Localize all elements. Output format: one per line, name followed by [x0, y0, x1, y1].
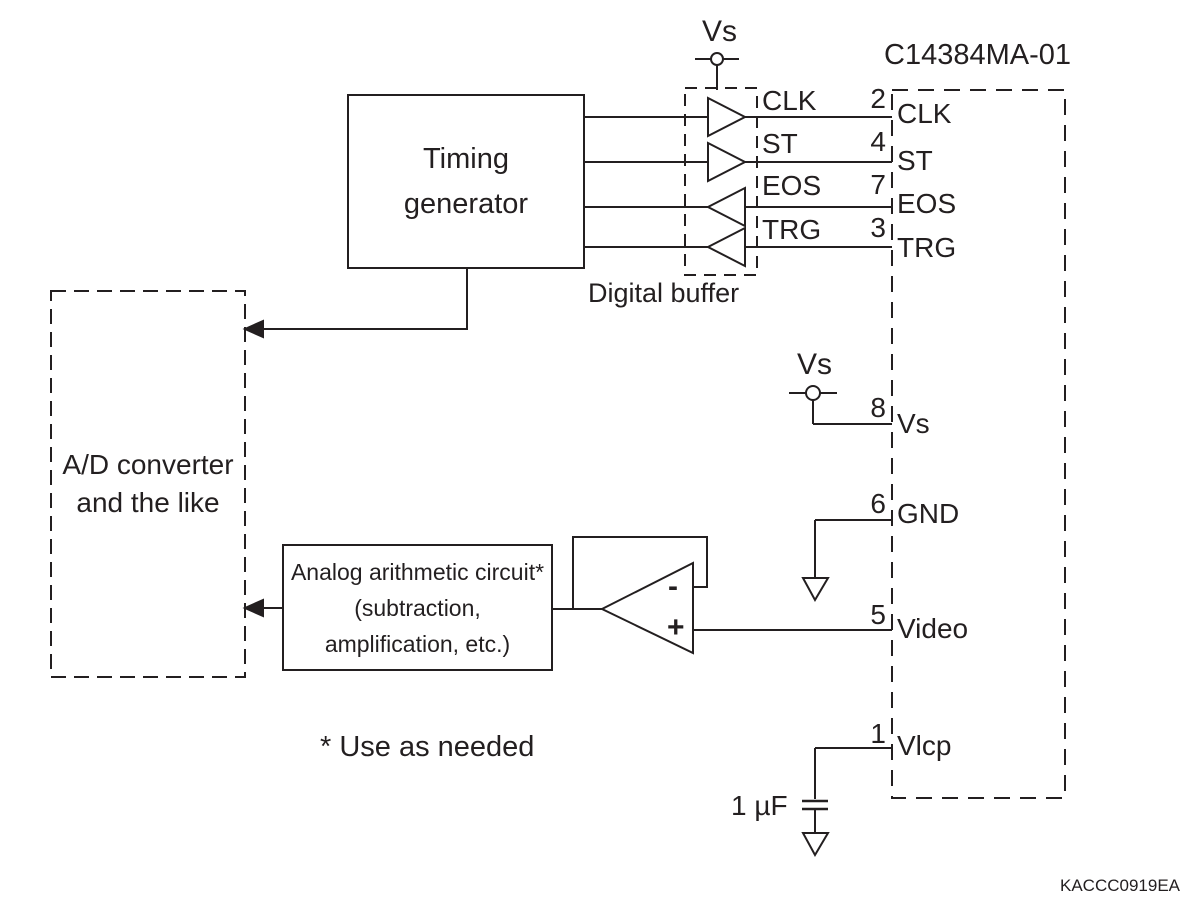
sensor-supply-terminal-icon — [805, 385, 821, 401]
doc-code: KACCC0919EA — [1060, 876, 1181, 895]
timing-generator-line2: generator — [403, 187, 529, 220]
pin-name-clk: CLK — [897, 98, 952, 129]
pin-name-trg: TRG — [897, 232, 957, 263]
pin-number-st: 4 — [870, 126, 886, 157]
ad-converter-box — [50, 290, 246, 678]
timing-generator-label: Timing generator — [348, 95, 584, 268]
footnote: * Use as needed — [320, 731, 535, 763]
pin-number-trg: 3 — [870, 212, 886, 243]
buffer-eos-triangle-icon — [705, 186, 746, 228]
pin-number-clk: 2 — [870, 83, 886, 114]
wire-vlcp-pin — [814, 747, 892, 799]
sensor-box — [891, 89, 1066, 799]
device-title: C14384MA-01 — [884, 39, 1071, 71]
signal-label-eos: EOS — [762, 170, 822, 201]
wire-opamp-feedback — [572, 536, 708, 609]
arrowhead-analog-to-adc-icon — [242, 598, 264, 618]
pin-name-video: Video — [897, 613, 969, 644]
ad-converter-line2: and the like — [76, 487, 220, 518]
analog-circuit-line1: Analog arithmetic circuit* — [290, 558, 545, 585]
pin-name-vs: Vs — [897, 408, 930, 439]
digital-buffer-label: Digital buffer — [588, 278, 740, 308]
opamp-triangle-icon — [599, 561, 694, 655]
capacitor-value-label: 1 µF — [731, 790, 788, 821]
buffer-supply-label: Vs — [702, 15, 738, 48]
digital-buffer-box — [684, 87, 758, 276]
pin-name-st: ST — [897, 145, 933, 176]
pin-number-video: 5 — [870, 599, 886, 630]
ground-symbol-gnd-icon — [801, 577, 830, 603]
buffer-trg-triangle-icon — [705, 226, 746, 268]
signal-label-clk: CLK — [762, 85, 817, 116]
ad-converter-line1: A/D converter — [62, 449, 234, 480]
opamp-inverting-label: - — [668, 570, 678, 603]
pin-name-vlcp: Vlcp — [897, 730, 952, 761]
pin-number-gnd: 6 — [870, 488, 886, 519]
sensor-supply-label: Vs — [797, 348, 833, 381]
pin-number-eos: 7 — [870, 169, 886, 200]
pin-name-gnd: GND — [897, 498, 960, 529]
opamp-noninverting-label: + — [667, 611, 685, 644]
buffer-st-triangle-icon — [707, 141, 748, 183]
buffer-supply-terminal-icon — [710, 52, 724, 66]
wire-timing-to-adc — [262, 268, 468, 330]
pin-name-eos: EOS — [897, 188, 957, 219]
wire-vs-pin — [789, 392, 892, 425]
wire-gnd-pin — [814, 519, 892, 577]
analog-circuit-line2: (subtraction, — [354, 594, 481, 621]
ad-converter-label: A/D converter and the like — [51, 291, 245, 677]
pin-number-vs: 8 — [870, 392, 886, 423]
capacitor-icon — [802, 799, 828, 811]
signal-label-trg: TRG — [762, 214, 822, 245]
signal-label-st: ST — [762, 128, 798, 159]
buffer-clk-triangle-icon — [707, 96, 748, 138]
ground-symbol-vlcp-icon — [801, 832, 830, 858]
analog-circuit-line3: amplification, etc.) — [324, 630, 511, 657]
buffer-supply-leads — [695, 58, 739, 90]
arrowhead-timing-to-adc-icon — [242, 319, 264, 339]
analog-circuit-label: Analog arithmetic circuit* (subtraction,… — [283, 545, 552, 670]
timing-generator-line1: Timing — [423, 142, 509, 175]
pin-number-vlcp: 1 — [870, 718, 886, 749]
